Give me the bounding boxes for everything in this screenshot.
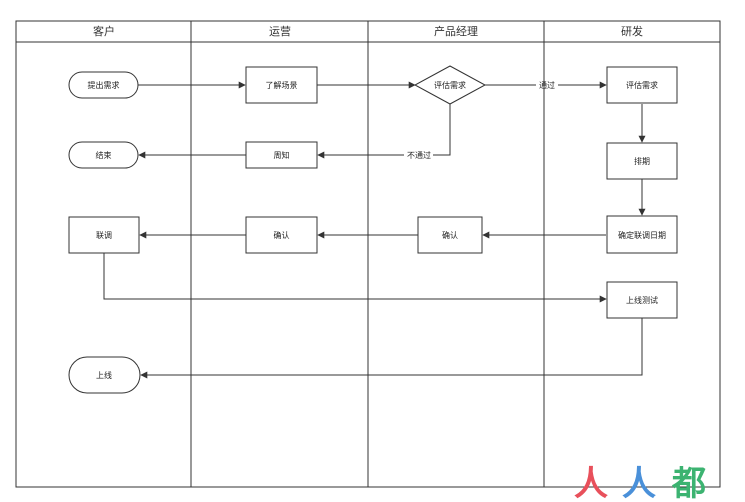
watermark-glyph-blue: 人 <box>622 464 656 502</box>
lane-title-customer: 客户 <box>93 24 115 38</box>
node-evaluate-dev: 评估需求 <box>606 66 678 104</box>
watermark-glyph-green: 都 <box>671 464 706 502</box>
lane-title-development: 研发 <box>621 24 643 38</box>
node-label: 结束 <box>96 150 112 160</box>
node-schedule: 排期 <box>606 142 678 180</box>
edge-label-fail: 不通过 <box>407 150 431 160</box>
lane-title-product-manager: 产品经理 <box>434 24 478 38</box>
node-label: 确定联调日期 <box>618 230 666 240</box>
node-label: 了解场景 <box>266 80 298 90</box>
node-evaluate-decision: 评估需求 <box>413 65 487 105</box>
swimlane-frame <box>15 20 721 488</box>
edge-labels: 通过 不通过 <box>407 80 555 160</box>
node-joint-debug: 联调 <box>68 216 140 254</box>
node-label: 确认 <box>442 230 458 240</box>
node-confirm-ops: 确认 <box>245 216 318 254</box>
node-label: 联调 <box>96 231 112 240</box>
edge-evaluate-fail-a <box>433 104 451 156</box>
edge-debug-to-release <box>103 253 607 303</box>
node-label: 排期 <box>634 156 650 166</box>
watermark-logo: 人 人 都 <box>574 464 706 502</box>
node-label: 确认 <box>274 230 290 240</box>
node-notify: 周知 <box>245 141 318 169</box>
node-end: 结束 <box>68 141 139 169</box>
node-label: 评估需求 <box>434 80 466 90</box>
edge-release-to-launch <box>140 318 643 379</box>
node-set-debug-date: 确定联调日期 <box>606 215 678 254</box>
node-label: 周知 <box>274 150 290 160</box>
lane-headers: 客户 运营 产品经理 研发 <box>93 24 643 38</box>
node-understand-scenario: 了解场景 <box>245 66 318 104</box>
edge-label-pass: 通过 <box>539 80 555 90</box>
node-label: 提出需求 <box>88 80 120 90</box>
node-label: 上线 <box>96 370 112 380</box>
node-release-test: 上线测试 <box>606 281 678 319</box>
lane-title-operations: 运营 <box>269 24 291 38</box>
watermark-glyph-red: 人 <box>574 464 608 502</box>
node-launch: 上线 <box>68 356 141 394</box>
node-confirm-pm: 确认 <box>417 216 483 254</box>
node-label: 评估需求 <box>626 80 658 90</box>
node-label: 上线测试 <box>626 295 658 305</box>
node-submit-request: 提出需求 <box>68 71 139 99</box>
connectors <box>103 81 646 379</box>
